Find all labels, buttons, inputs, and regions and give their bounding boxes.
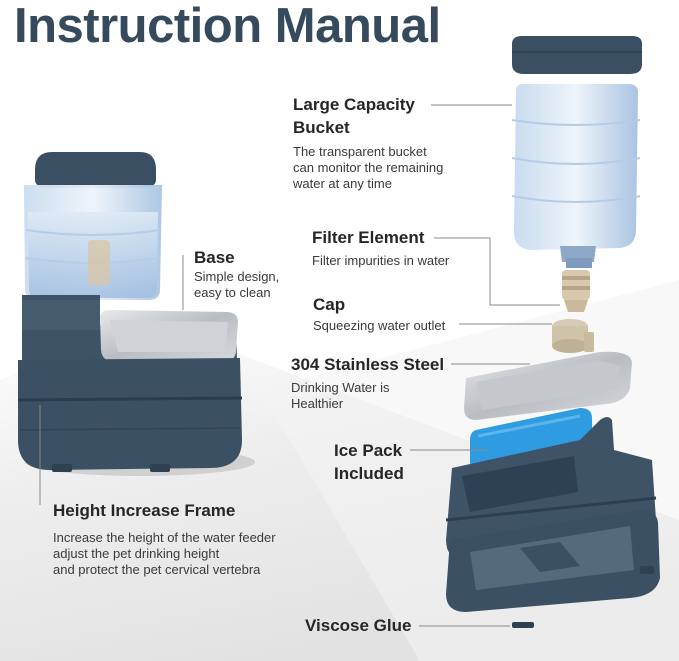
filter-label: Filter Element (312, 228, 425, 247)
bucket-label: Large Capacity Bucket (293, 93, 415, 139)
filter-desc-line-1: Filter impurities in water (312, 253, 450, 268)
exploded-bucket (511, 84, 641, 268)
exploded-cap (552, 319, 594, 353)
bucket-desc-line-3: water at any time (293, 176, 392, 191)
ice-pack-line-1: Ice Pack (334, 441, 403, 460)
steel-desc-line-1: Drinking Water is (291, 380, 390, 395)
steel-label: 304 Stainless Steel (291, 355, 445, 374)
base-desc-line-1: Simple design, (194, 269, 280, 284)
cap-desc-line-1: Squeezing water outlet (313, 318, 446, 333)
bucket-label-line-1: Large Capacity (293, 95, 415, 114)
frame-desc-line-2: adjust the pet drinking height (53, 546, 220, 561)
assembled-feeder (17, 152, 255, 476)
base-desc-line-2: easy to clean (194, 285, 271, 300)
cap-description: Squeezing water outlet (313, 318, 445, 334)
exploded-steel-bowl (464, 351, 632, 420)
bucket-description: The transparent bucket can monitor the r… (293, 144, 443, 192)
page-title: Instruction Manual (14, 0, 441, 53)
filter-description: Filter impurities in water (312, 253, 449, 269)
exploded-lid (512, 36, 642, 74)
exploded-ice-pack (470, 408, 592, 472)
exploded-filter (562, 270, 590, 312)
cap-label: Cap (313, 295, 346, 314)
frame-desc-line-1: Increase the height of the water feeder (53, 530, 276, 545)
leader-lines (39, 104, 560, 627)
bucket-desc-line-1: The transparent bucket (293, 144, 427, 159)
frame-desc-line-3: and protect the pet cervical vertebra (53, 562, 261, 577)
glue-label: Viscose Glue (305, 616, 412, 635)
base-description: Simple design, easy to clean (194, 269, 279, 301)
steel-desc-line-2: Healthier (291, 396, 344, 411)
bucket-label-line-2: Bucket (293, 118, 350, 137)
frame-label: Height Increase Frame (53, 501, 236, 520)
ice-pack-label: Ice Pack Included (334, 439, 404, 485)
base-label: Base (194, 248, 235, 267)
exploded-frame (446, 510, 660, 628)
bucket-desc-line-2: can monitor the remaining (293, 160, 444, 175)
frame-description: Increase the height of the water feeder … (53, 530, 276, 578)
ice-pack-line-2: Included (334, 464, 404, 483)
steel-description: Drinking Water is Healthier (291, 380, 389, 412)
